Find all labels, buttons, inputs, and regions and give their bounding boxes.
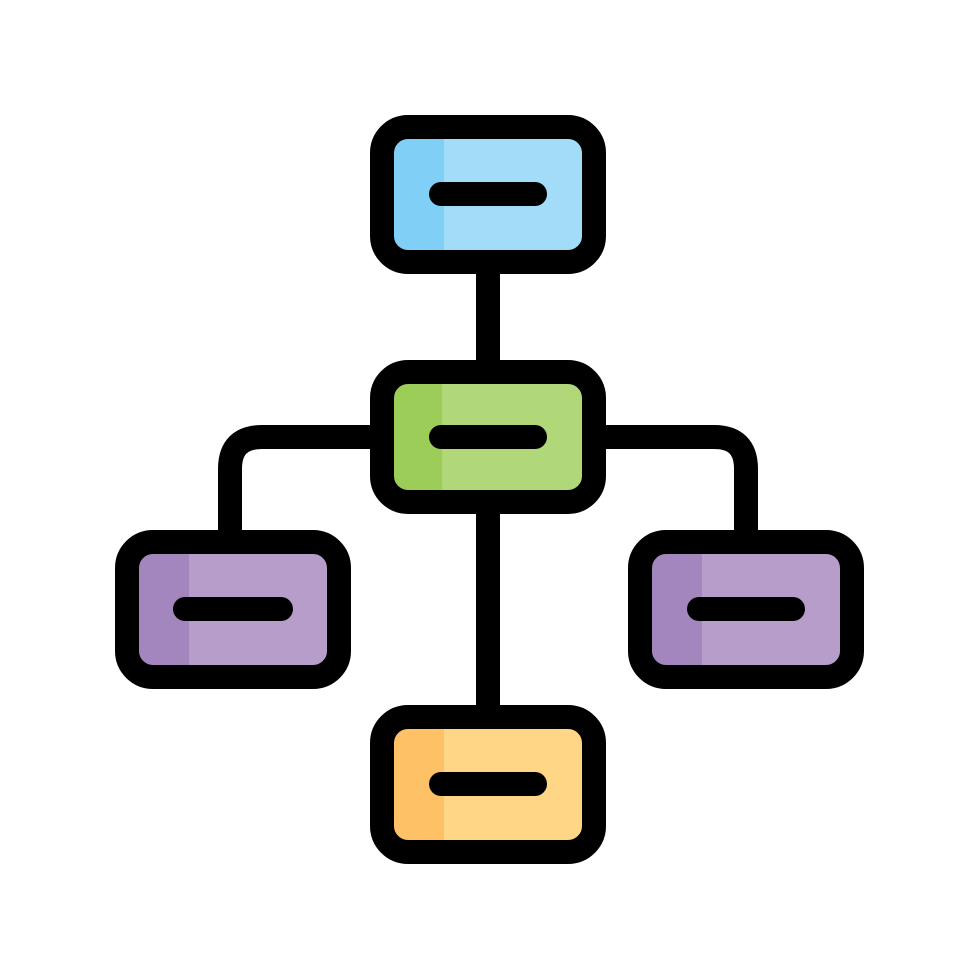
connector-middle-left [218, 425, 394, 550]
node-bottom [370, 705, 606, 864]
node-left [115, 530, 351, 689]
node-top [370, 115, 606, 274]
connector-middle-right [582, 425, 758, 550]
connectors [218, 250, 758, 732]
node-middle [370, 360, 606, 514]
node-right [628, 530, 864, 689]
